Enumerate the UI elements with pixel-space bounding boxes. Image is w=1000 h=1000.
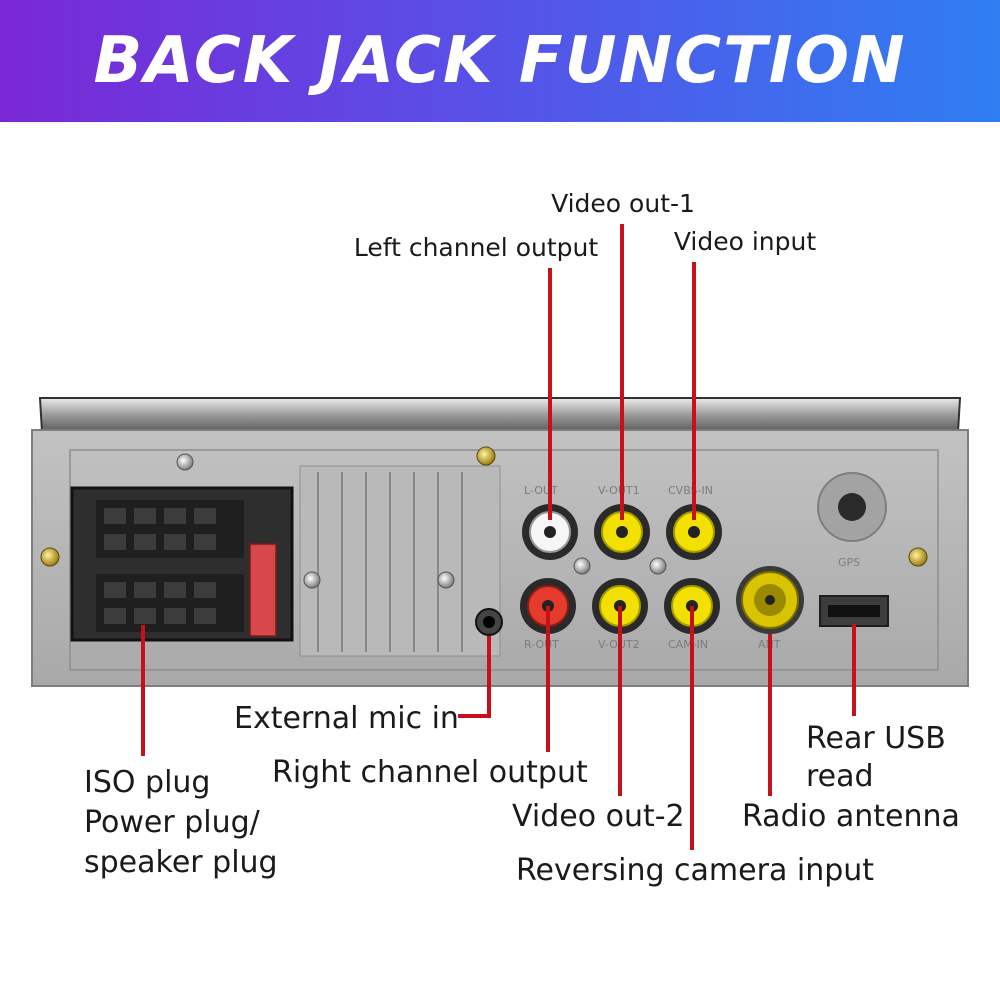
- marking-v-out1: V-OUT1: [598, 484, 640, 497]
- gps-socket: [817, 472, 887, 542]
- banner-title: BACK JACK FUNCTION: [93, 24, 907, 98]
- rca-jack-v-out1: [594, 504, 650, 560]
- label-video-out-2: Video out-2: [512, 799, 685, 834]
- mic-jack: [475, 608, 503, 636]
- callout-external-mic: [458, 636, 491, 718]
- label-video-out-1: Video out-1: [551, 189, 695, 218]
- antenna-socket: [736, 566, 804, 634]
- ventilation-ribs: [299, 465, 501, 657]
- label-reversing-camera-input: Reversing camera input: [516, 853, 874, 888]
- marking-cvbs: CVBS-IN: [668, 484, 713, 497]
- marking-r-out: R-OUT: [524, 638, 559, 651]
- marking-cam-in: CAM-IN: [668, 638, 708, 651]
- label-right-channel-output: Right channel output: [272, 755, 588, 790]
- marking-l-out: L-OUT: [524, 484, 558, 497]
- label-rear-usb-line1: Rear USB: [806, 721, 946, 756]
- rca-jack-l-out: [522, 504, 578, 560]
- label-radio-antenna: Radio antenna: [742, 799, 960, 834]
- label-iso-plug-line3: speaker plug: [84, 845, 278, 880]
- fuse: [249, 543, 277, 637]
- label-iso-plug-line1: ISO plug: [84, 765, 210, 800]
- label-video-input: Video input: [674, 227, 816, 256]
- label-iso-plug-line2: Power plug/: [84, 805, 261, 840]
- marking-gps: GPS: [838, 556, 860, 569]
- callout-lines: [141, 224, 856, 850]
- iso-connector: [70, 486, 294, 642]
- label-rear-usb-line2: read: [806, 759, 874, 794]
- label-left-channel-output: Left channel output: [354, 233, 599, 262]
- label-external-mic-in: External mic in: [234, 701, 459, 736]
- mounting-screws: [40, 446, 928, 589]
- title-banner: [0, 0, 1000, 122]
- rca-jack-cvbs-in: [666, 504, 722, 560]
- usb-port: [819, 595, 889, 627]
